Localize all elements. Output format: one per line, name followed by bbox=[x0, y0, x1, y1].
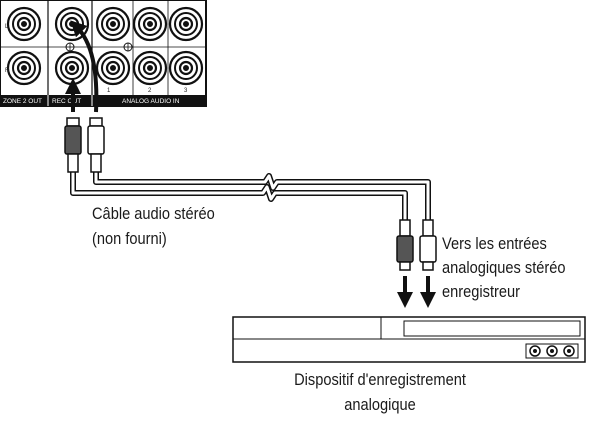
rca-jack-r2-c4 bbox=[132, 50, 168, 86]
zone2-out-label: ZONE 2 OUT bbox=[3, 98, 42, 105]
inputs-label-line-3: enregistreur bbox=[442, 282, 521, 301]
rca-jacks bbox=[6, 6, 204, 86]
cable-label-line-2: (non fourni) bbox=[92, 229, 167, 248]
device-jack-1 bbox=[529, 345, 541, 357]
recording-device bbox=[232, 316, 586, 363]
right-channel-mark: R bbox=[5, 68, 10, 74]
rca-plug-red-lower bbox=[396, 219, 414, 271]
arrow-curve-white bbox=[70, 20, 99, 113]
rca-jack-r2-c3 bbox=[95, 50, 131, 86]
device-jack-3 bbox=[563, 345, 575, 357]
rca-jack-r2-c1 bbox=[6, 50, 42, 86]
rca-jack-r1-c3 bbox=[95, 6, 131, 42]
rca-jack-r1-c1 bbox=[6, 6, 42, 42]
rca-jack-r2-c2 bbox=[54, 50, 90, 86]
jack-number-3: 3 bbox=[184, 88, 188, 94]
rca-plug-white-lower bbox=[419, 219, 437, 271]
rca-plug-white-upper bbox=[87, 117, 105, 173]
rca-jack-r1-c4 bbox=[132, 6, 168, 42]
jack-number-2: 2 bbox=[148, 88, 152, 94]
inputs-label-line-2: analogiques stéréo bbox=[442, 258, 566, 277]
rca-plug-red-upper bbox=[64, 117, 82, 173]
rca-jack-r2-c5 bbox=[168, 50, 204, 86]
device-label-line-2: analogique bbox=[344, 395, 416, 414]
analog-audio-in-label: ANALOG AUDIO IN bbox=[122, 98, 180, 105]
rec-out-label: REC OUT bbox=[52, 98, 81, 105]
rca-jack-r1-c5 bbox=[168, 6, 204, 42]
stereo-audio-cable bbox=[70, 172, 431, 220]
device-jack-2 bbox=[546, 345, 558, 357]
left-channel-mark: L bbox=[5, 24, 9, 30]
inputs-label-line-1: Vers les entrées bbox=[442, 234, 547, 253]
device-label-line-1: Dispositif d'enregistrement bbox=[294, 370, 466, 389]
connection-arrows bbox=[65, 20, 436, 308]
cable-label-line-1: Câble audio stéréo bbox=[92, 204, 215, 223]
jack-number-1: 1 bbox=[107, 88, 111, 94]
